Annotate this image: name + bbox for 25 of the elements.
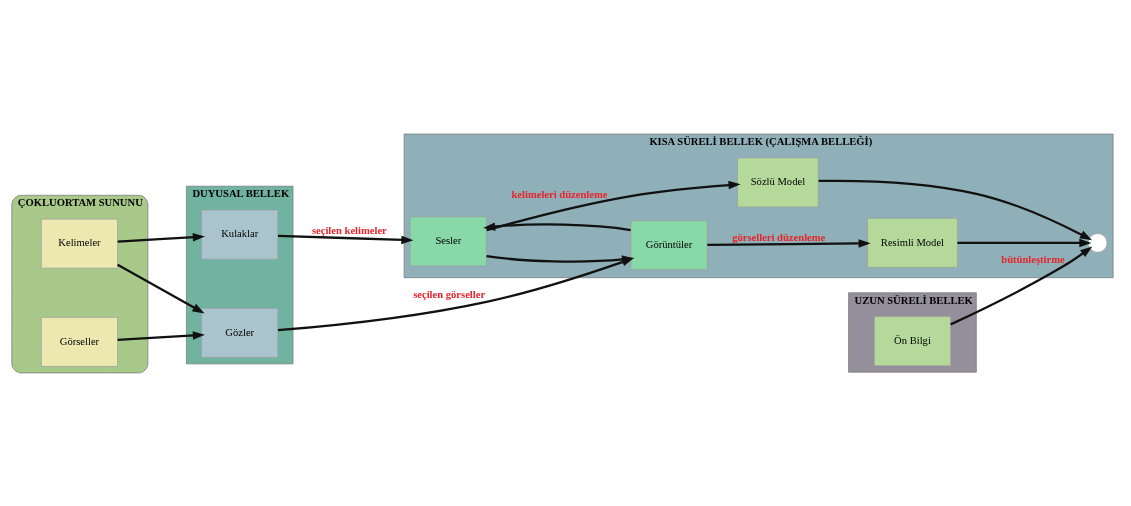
node-box: Resimli Model: [867, 217, 958, 268]
edge-label: seçilen kelimeler: [311, 224, 387, 236]
arrow: [483, 221, 631, 231]
node-box: Sesler: [409, 215, 487, 266]
edge-label: kelimeleri düzenleme: [511, 188, 608, 200]
arrow: [818, 179, 1093, 240]
arrow: [117, 232, 205, 243]
node-circle: [1087, 232, 1108, 253]
node-box: Kelimeler: [40, 218, 118, 269]
node-box: Ön Bilgi: [873, 315, 951, 366]
arrow: [117, 263, 205, 313]
arrow: [277, 234, 414, 244]
node-box: Gözler: [201, 307, 279, 358]
edge-label: görselleri düzenleme: [732, 231, 826, 243]
arrow: [950, 245, 1093, 325]
arrow: [486, 180, 741, 231]
edge-label: seçilen görseller: [413, 288, 486, 300]
arrow: [957, 238, 1092, 247]
arrow: [117, 330, 205, 341]
node-box: Kulaklar: [201, 209, 279, 260]
edge-label: bütünleştirme: [1001, 253, 1065, 265]
node-box: Sözlü Model: [737, 157, 819, 207]
node-box: Görüntüler: [630, 219, 708, 270]
node-box: Görseller: [40, 316, 118, 367]
arrow: [707, 238, 871, 248]
